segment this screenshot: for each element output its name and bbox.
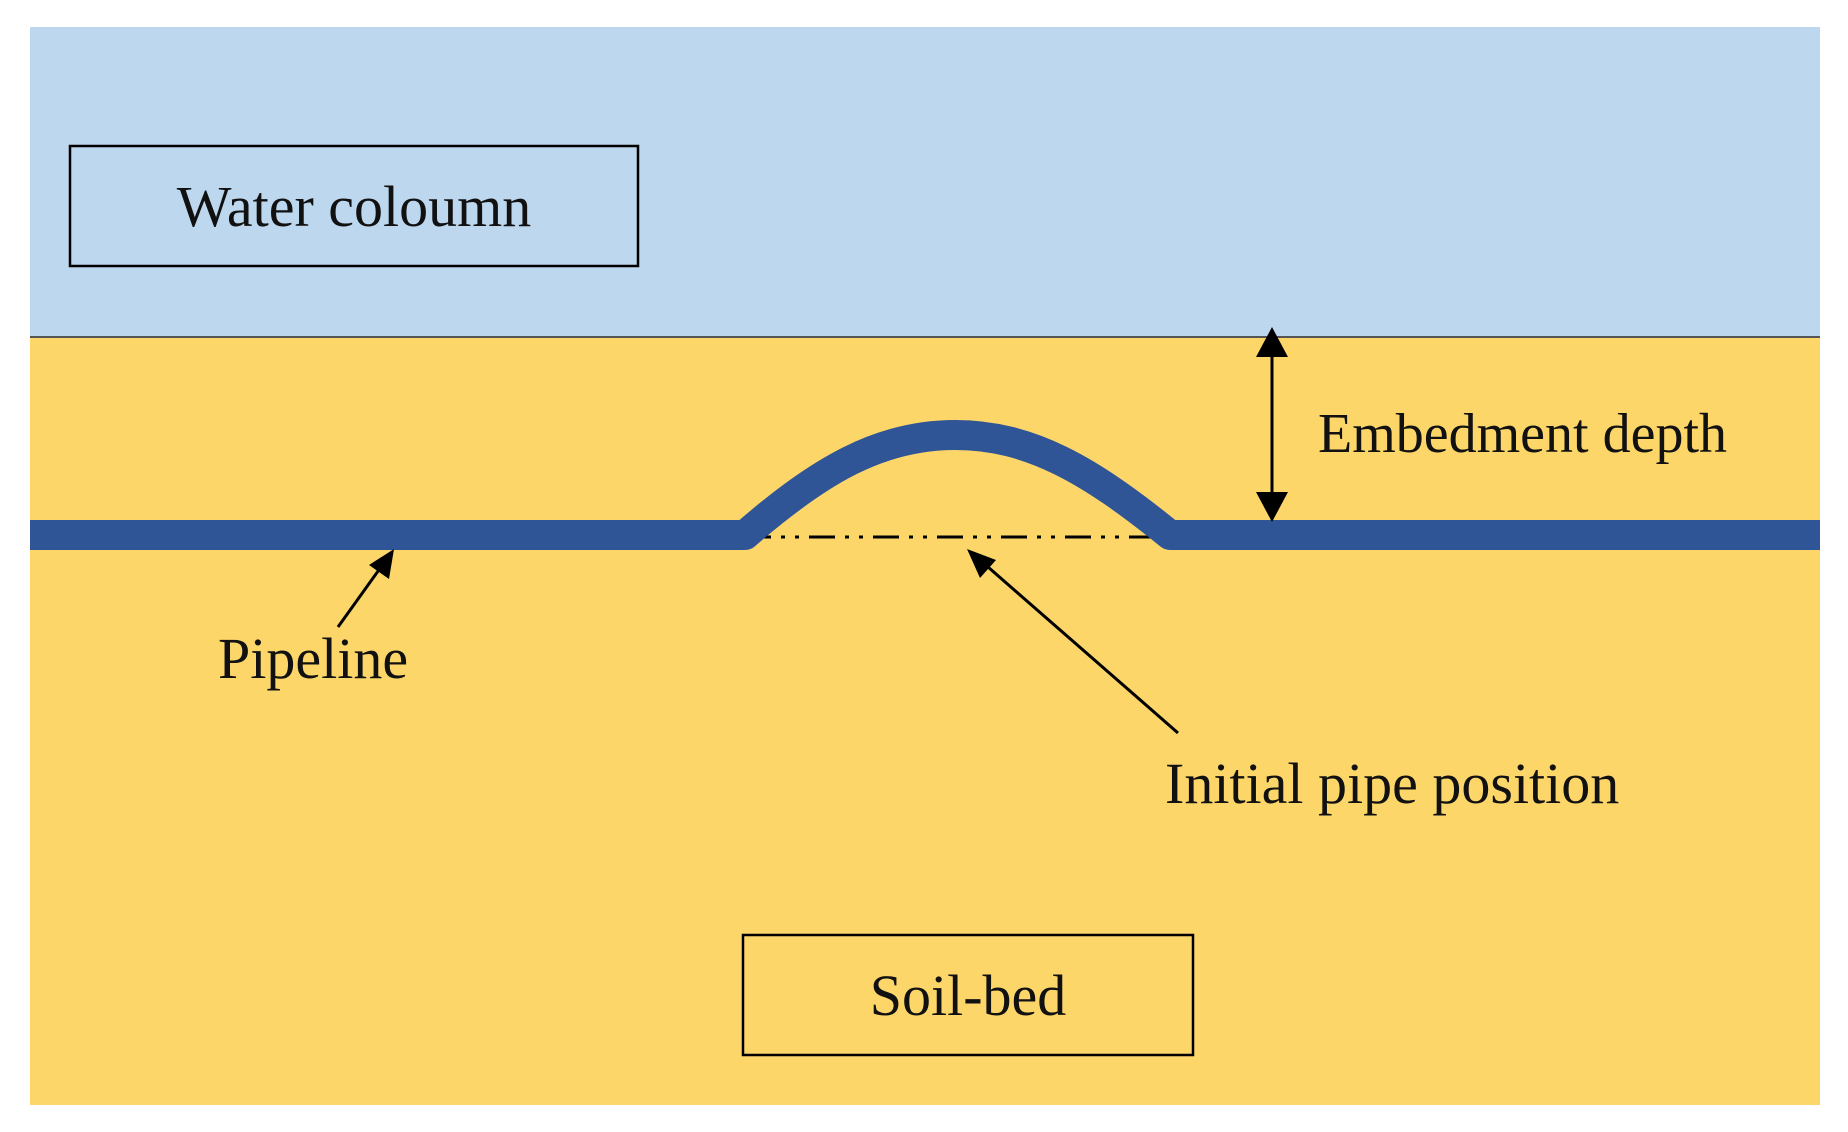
water-label: Water coloumn <box>177 174 532 239</box>
initial-position-label: Initial pipe position <box>1165 751 1619 816</box>
soil-label-box <box>741 933 1195 1057</box>
initial-position-pointer-arrowhead <box>967 549 996 578</box>
initial-position-pointer-line <box>979 558 1179 735</box>
embedment-label: Embedment depth <box>1318 403 1727 465</box>
pipeline-label: Pipeline <box>218 626 408 691</box>
soil-region <box>30 337 1820 1105</box>
water-label-box <box>68 144 640 268</box>
soil-label: Soil-bed <box>870 963 1067 1028</box>
embedment-arrowhead-bottom <box>1256 492 1288 522</box>
pipeline-pointer-arrowhead <box>369 549 394 579</box>
pipeline <box>30 420 1820 550</box>
embedment-arrowhead-top <box>1256 327 1288 357</box>
water-region <box>30 27 1820 337</box>
